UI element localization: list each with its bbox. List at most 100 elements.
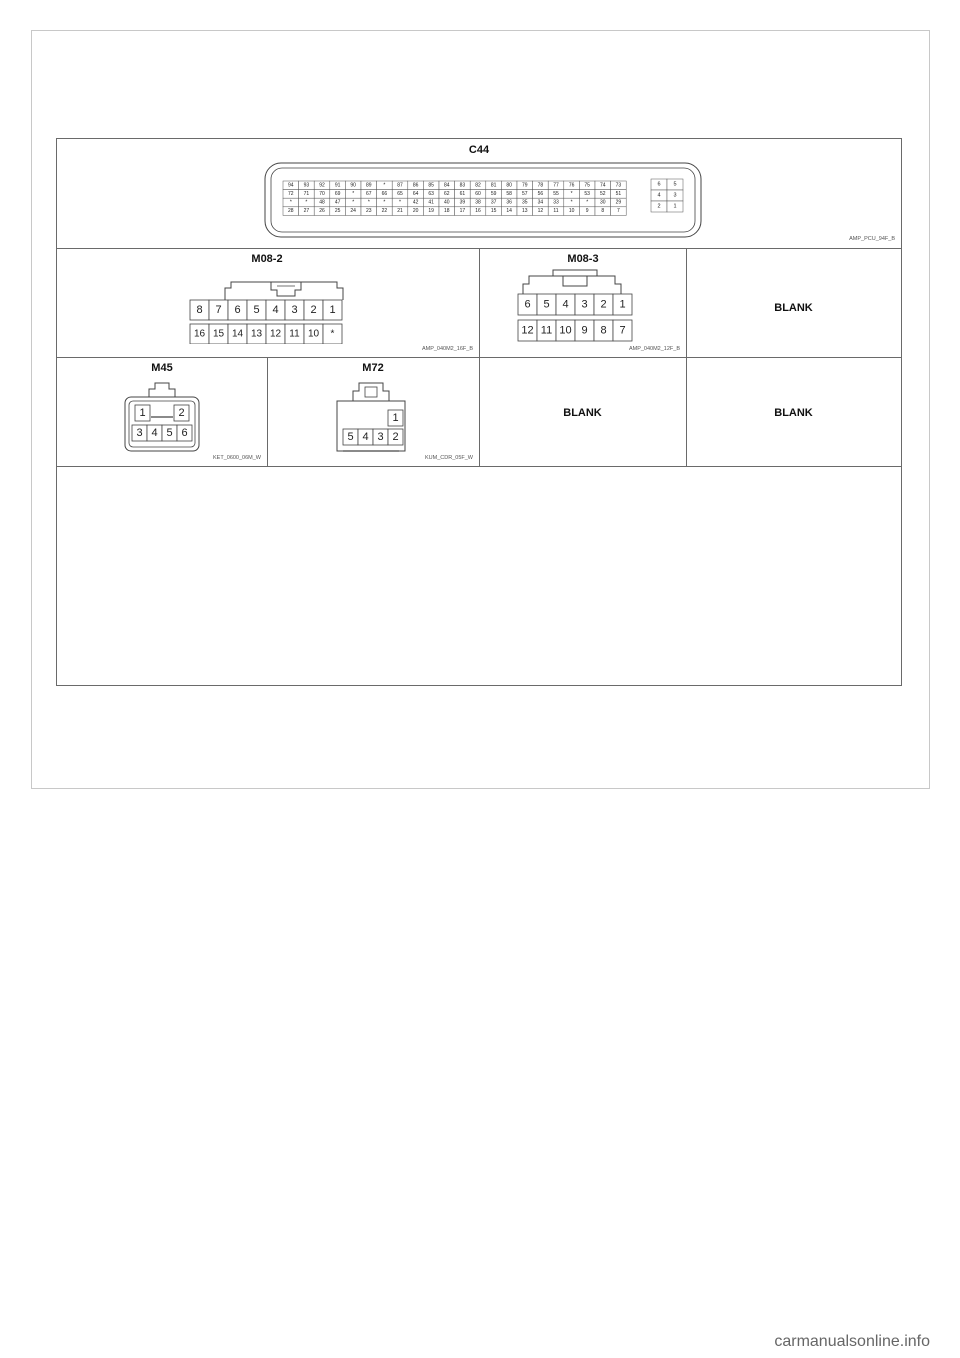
col-divider-row2-b — [686, 248, 687, 357]
c44-pin-label: * — [399, 200, 401, 206]
m72-latch — [352, 382, 390, 401]
m08-2-pin-label: 12 — [270, 329, 282, 340]
m45-title: M45 — [151, 362, 173, 374]
c44-pin-label: 24 — [350, 208, 356, 214]
c44-pin-label: 94 — [288, 182, 294, 188]
c44-pin-label: 55 — [553, 191, 559, 197]
c44-code: AMP_PCU_94F_B — [849, 236, 895, 242]
c44-pin-label: 25 — [335, 208, 341, 214]
c44-pin-label: 63 — [428, 191, 434, 197]
m08-2-pin-label: 3 — [291, 304, 297, 316]
c44-side-pin-label: 4 — [657, 193, 660, 199]
m72-pin-cell — [387, 409, 404, 427]
c44-pin-label: 51 — [616, 191, 622, 197]
c44-pin-label: 58 — [506, 191, 512, 197]
m08-2-pin-cell — [322, 323, 343, 344]
watermark: carmanualsonline.info — [774, 1333, 930, 1350]
m08-2-latch-frame — [224, 281, 344, 300]
c44-pin-label: 74 — [600, 182, 606, 188]
blank-cell-2: BLANK — [479, 357, 686, 466]
c44-pin-label: 52 — [600, 191, 606, 197]
c44-pin-label: 27 — [304, 208, 310, 214]
m08-2-pin-label: 7 — [215, 304, 221, 316]
c44-pin-label: 20 — [413, 208, 419, 214]
c44-pin-label: 80 — [506, 182, 512, 188]
m45-latch — [148, 382, 176, 397]
c44-pin-label: 56 — [538, 191, 544, 197]
m08-3-pin-label: 2 — [600, 299, 606, 311]
m08-3-latch-frame — [522, 275, 622, 294]
m45-housing-inner — [128, 400, 196, 448]
c44-title: C44 — [468, 144, 490, 156]
c44-pin-label: 40 — [444, 200, 450, 206]
m08-3-pin-label: 12 — [521, 325, 533, 337]
m45-pin-cell — [134, 404, 151, 422]
m08-3-pin-label: 4 — [562, 299, 568, 311]
c44-pin-label: 86 — [413, 182, 419, 188]
c44-pin-label: 48 — [319, 200, 325, 206]
c44-pin-label: 35 — [522, 200, 528, 206]
m08-2-pin-label: 2 — [310, 304, 316, 316]
blank-cell-1: BLANK — [686, 248, 901, 357]
m45-code: KET_0600_06M_W — [213, 455, 261, 461]
m08-3-pin-label: 7 — [619, 325, 625, 337]
c44-pin-label: 14 — [506, 208, 512, 214]
c44-pin-label: 19 — [428, 208, 434, 214]
c44-pin-label: 79 — [522, 182, 528, 188]
m08-3-pin-label: 3 — [581, 299, 587, 311]
m45-pin-label: 5 — [166, 427, 172, 439]
c44-pin-label: * — [383, 200, 385, 206]
c44-pin-label: 36 — [506, 200, 512, 206]
c44-pin-label: 90 — [350, 182, 356, 188]
c44-pin-label: 77 — [553, 182, 559, 188]
c44-pin-label: 34 — [538, 200, 544, 206]
c44-pin-label: 92 — [319, 182, 325, 188]
c44-pin-label: 84 — [444, 182, 450, 188]
col-divider-row2-a — [479, 248, 480, 357]
m08-2-pin-label: 8 — [196, 304, 202, 316]
c44-pin-label: 93 — [304, 182, 310, 188]
c44-pin-label: 59 — [491, 191, 497, 197]
m08-3-title: M08-3 — [567, 253, 599, 265]
c44-side-pin-label: 3 — [673, 193, 676, 199]
m08-3-pin-label: 10 — [559, 325, 571, 337]
c44-side-pin-label: 5 — [673, 182, 676, 188]
m72-pin-label: 1 — [392, 412, 398, 424]
c44-pin-label: * — [352, 200, 354, 206]
m08-3-pin-cell — [612, 319, 633, 342]
c44-pin-label: * — [352, 191, 354, 197]
m08-2-pin-label: 6 — [234, 304, 240, 316]
blank-cell-3: BLANK — [686, 357, 901, 466]
blank-label-2: BLANK — [563, 407, 602, 419]
c44-pin-label: 64 — [413, 191, 419, 197]
c44-pin-label: 11 — [553, 208, 558, 214]
c44-pin-label: 47 — [335, 200, 341, 206]
m45-pin-label: 4 — [151, 427, 157, 439]
empty-area — [57, 466, 901, 685]
c44-pin-label: 53 — [584, 191, 590, 197]
c44-pin-label: 71 — [304, 191, 310, 197]
c44-pin-label: 60 — [475, 191, 481, 197]
m08-3-lock-tab — [562, 276, 588, 287]
c44-pin-label: 67 — [366, 191, 372, 197]
c44-housing-inner — [270, 167, 696, 233]
c44-pin-label: 29 — [616, 200, 622, 206]
c44-pin-label: 89 — [366, 182, 372, 188]
m72-pin-label: 4 — [362, 431, 368, 443]
row-divider-3 — [57, 466, 901, 467]
col-divider-row3-c — [686, 357, 687, 466]
c44-pin-label: 65 — [397, 191, 403, 197]
blank-label-1: BLANK — [774, 302, 813, 314]
c44-pin-label: 69 — [335, 191, 341, 197]
c44-pin-label: 37 — [491, 200, 497, 206]
c44-pin-label: * — [383, 182, 385, 188]
m45-pin-cell — [173, 404, 190, 422]
m08-2-pin-label: 5 — [253, 304, 259, 316]
c44-pin-label: 33 — [553, 200, 559, 206]
